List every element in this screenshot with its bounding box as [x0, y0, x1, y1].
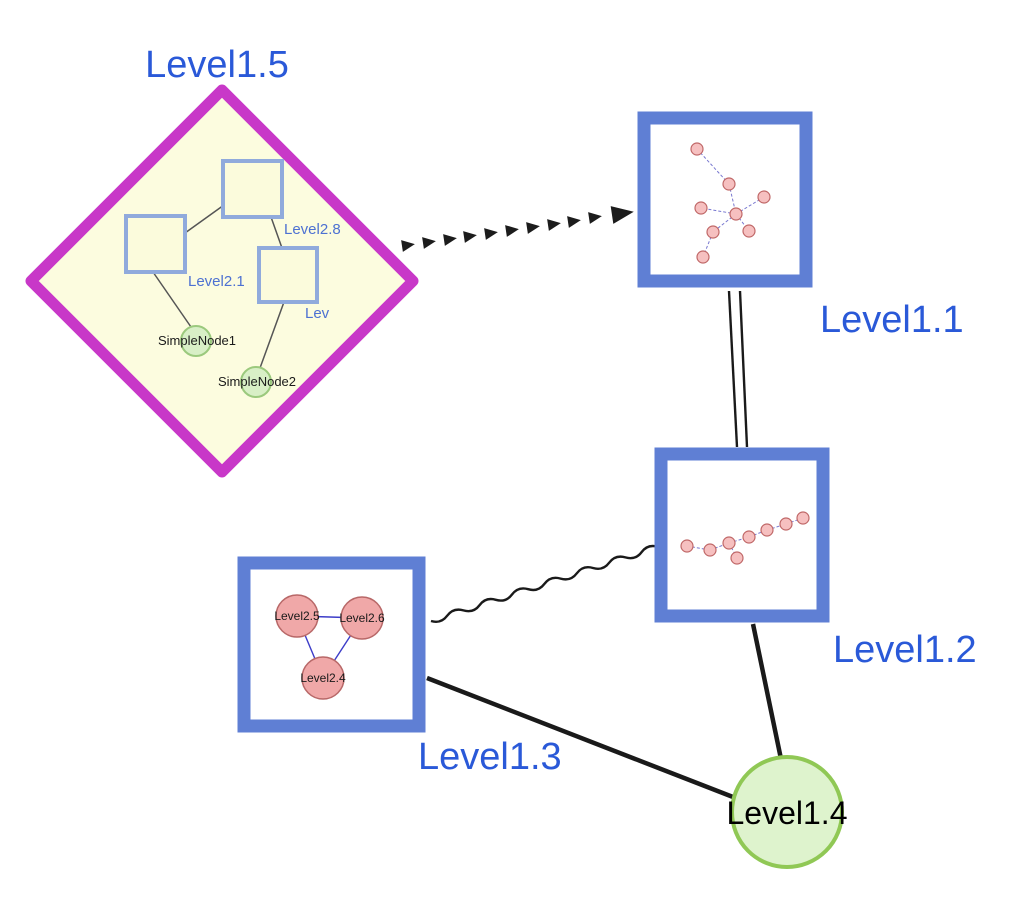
edge-level1-1-to-level1-2-double-line[interactable] [727, 290, 749, 448]
edge-level1-3-to-level1-2-wavy[interactable] [430, 544, 659, 623]
node-level1-2-border[interactable] [654, 447, 830, 623]
node-level2-8-label: Level2.8 [284, 221, 341, 238]
mini-node[interactable] [757, 190, 771, 204]
mini-node[interactable] [779, 517, 793, 531]
group-node-level1-5[interactable]: Level2.8 Level2.1 Lev SimpleNode1 Simple… [25, 84, 419, 478]
node-label-level1-3: Level1.3 [418, 736, 562, 778]
node-label-level1-4: Level1.4 [727, 795, 848, 831]
node-label-level1-1: Level1.1 [820, 299, 964, 341]
mini-node[interactable] [722, 536, 736, 550]
mini-node[interactable] [796, 511, 810, 525]
mini-node[interactable] [742, 530, 756, 544]
mini-node[interactable] [690, 142, 704, 156]
edge-lev-to-simplenode2[interactable] [259, 301, 285, 369]
node-level1-3[interactable]: Level2.5 Level2.6 Level2.4 [237, 556, 426, 733]
node-label-level1-2: Level1.2 [833, 629, 977, 671]
mini-node[interactable] [703, 543, 717, 557]
node-level2-1-label: Level2.1 [188, 273, 245, 290]
node-simplenode2[interactable] [240, 366, 272, 398]
mini-node[interactable] [680, 539, 694, 553]
node-level2-6-label: Level2.6 [339, 611, 385, 625]
edge-level1-3-to-level1-4[interactable] [426, 675, 734, 800]
node-lev-label: Lev [305, 305, 330, 322]
edge-level2-1-to-level2-8[interactable] [184, 204, 225, 234]
group-label-level1-5: Level1.5 [145, 44, 289, 86]
node-level1-2[interactable] [654, 447, 830, 623]
node-level1-4[interactable]: Level1.4 [727, 755, 848, 869]
mini-node[interactable] [696, 250, 710, 264]
node-level2-5[interactable] [275, 594, 319, 638]
subgraph-level1-1 [690, 142, 771, 264]
node-level1-3-border[interactable] [237, 556, 426, 733]
mini-node[interactable] [760, 523, 774, 537]
edge-level2-1-to-simplenode1[interactable] [152, 271, 192, 328]
node-level2-6[interactable] [340, 596, 384, 640]
mini-node[interactable] [706, 225, 720, 239]
node-level1-1[interactable] [637, 111, 813, 288]
node-level2-4-label: Level2.4 [300, 671, 346, 685]
node-lev[interactable] [257, 246, 319, 304]
edge-level2-8-to-lev[interactable] [270, 216, 283, 249]
diamond-shape[interactable] [25, 84, 419, 478]
node-simplenode2-label: SimpleNode2 [218, 374, 296, 389]
subgraph-level1-2 [680, 511, 810, 565]
arrowhead [610, 206, 634, 224]
node-level2-8[interactable] [221, 159, 284, 219]
mini-node[interactable] [694, 201, 708, 215]
node-level2-4[interactable] [301, 656, 345, 700]
node-simplenode1[interactable] [180, 325, 212, 357]
edge-level1-5-to-level1-1-dashed-arrow[interactable] [401, 203, 635, 252]
node-level1-4-shape[interactable] [730, 755, 844, 869]
node-level2-5-label: Level2.5 [274, 609, 320, 623]
subgraph-level1-3: Level2.5 Level2.6 Level2.4 [274, 594, 385, 700]
mini-node[interactable] [722, 177, 736, 191]
edge-level1-2-to-level1-4[interactable] [750, 623, 784, 760]
node-level2-1[interactable] [124, 214, 187, 274]
node-level1-1-border[interactable] [637, 111, 813, 288]
mini-node[interactable] [729, 207, 743, 221]
node-simplenode1-label: SimpleNode1 [158, 333, 236, 348]
mini-node[interactable] [742, 224, 756, 238]
mini-node[interactable] [730, 551, 744, 565]
